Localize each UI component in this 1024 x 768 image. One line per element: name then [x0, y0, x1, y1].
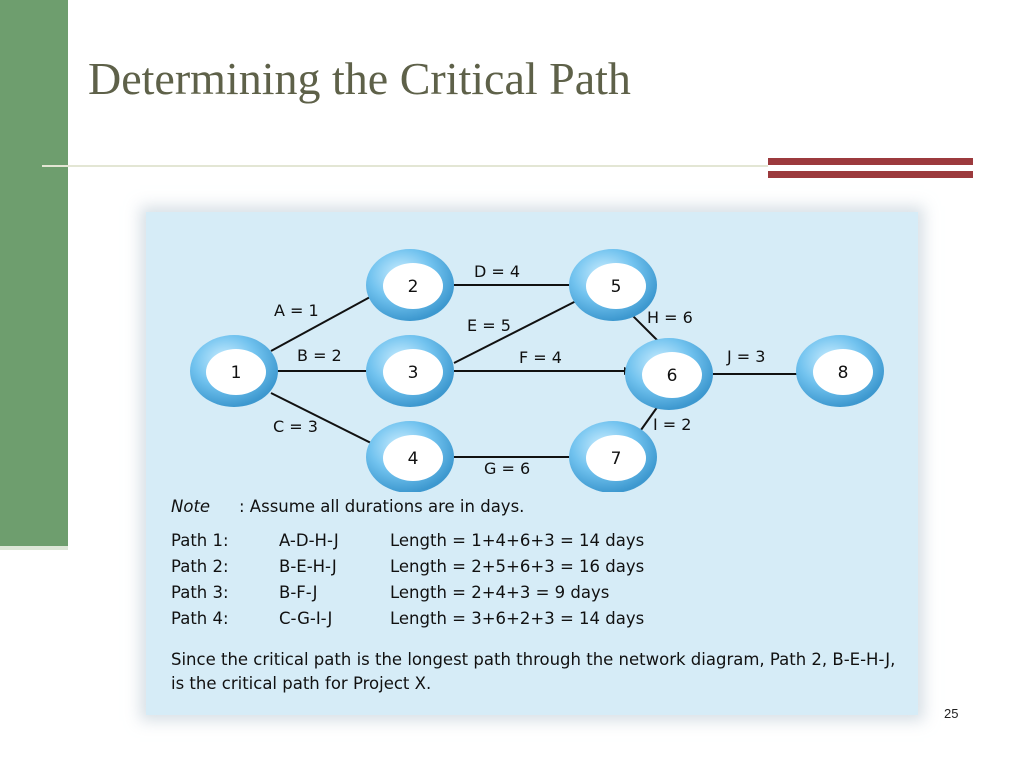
- edge-label: B = 2: [297, 346, 342, 365]
- critical-path-conclusion: Since the critical path is the longest p…: [171, 650, 896, 693]
- path-sequence: A-D-H-J: [279, 531, 339, 550]
- node-6: 6: [625, 338, 713, 410]
- node-7: 7: [569, 421, 657, 492]
- edge-f: F = 4: [454, 348, 634, 375]
- node-label: 6: [667, 366, 678, 386]
- node-label: 8: [838, 363, 849, 383]
- node-label: 4: [408, 449, 419, 469]
- edge-label: F = 4: [519, 348, 562, 367]
- path-sequence: B-E-H-J: [279, 557, 337, 576]
- edge-d: D = 4: [454, 262, 587, 289]
- network-diagram: A = 1 B = 2 C = 3 D = 4 E = 5 F = 4 G = …: [190, 249, 884, 492]
- edge-label: E = 5: [467, 316, 511, 335]
- path-name: Path 2:: [171, 557, 229, 576]
- path-length: Length = 1+4+6+3 = 14 days: [390, 531, 645, 550]
- slide-title: Determining the Critical Path: [88, 53, 631, 104]
- node-label: 5: [611, 277, 622, 297]
- path-length: Length = 3+6+2+3 = 14 days: [390, 609, 645, 628]
- edge-label: J = 3: [726, 347, 765, 366]
- node-label: 2: [408, 277, 419, 297]
- path-name: Path 4:: [171, 609, 229, 628]
- path-name: Path 1:: [171, 531, 229, 550]
- edge-label: G = 6: [484, 459, 530, 478]
- title-divider: [42, 165, 768, 167]
- edge-e: E = 5: [453, 295, 587, 364]
- node-4: 4: [366, 421, 454, 492]
- edge-label: C = 3: [273, 417, 318, 436]
- note-label: Note: [171, 497, 211, 516]
- edge-a: A = 1: [270, 289, 384, 352]
- path-sequence: B-F-J: [279, 583, 318, 602]
- node-label: 3: [408, 363, 419, 383]
- edge-g: G = 6: [454, 453, 587, 478]
- node-3: 3: [366, 335, 454, 407]
- path-length: Length = 2+4+3 = 9 days: [390, 583, 610, 602]
- edge-b: B = 2: [274, 346, 383, 375]
- node-5: 5: [569, 249, 657, 321]
- node-label: 1: [231, 363, 242, 383]
- edge-label: I = 2: [653, 415, 691, 434]
- edge-label: A = 1: [274, 301, 319, 320]
- note-text: : Assume all durations are in days.: [239, 497, 525, 516]
- path-length: Length = 2+5+6+3 = 16 days: [390, 557, 645, 576]
- sidebar-accent: [0, 0, 68, 546]
- node-label: 7: [611, 449, 622, 469]
- node-2: 2: [366, 249, 454, 321]
- path-sequence: C-G-I-J: [279, 609, 333, 628]
- accent-bar-top: [768, 158, 973, 165]
- network-diagram-figure: A = 1 B = 2 C = 3 D = 4 E = 5 F = 4 G = …: [146, 212, 918, 715]
- path-name: Path 3:: [171, 583, 229, 602]
- node-1: 1: [190, 335, 278, 407]
- accent-bar-bottom: [768, 171, 973, 178]
- node-8: 8: [796, 335, 884, 407]
- sidebar-shadow: [0, 546, 68, 550]
- edge-label: H = 6: [647, 308, 693, 327]
- edge-label: D = 4: [474, 262, 520, 281]
- edge-j: J = 3: [713, 347, 810, 378]
- page-number: 25: [944, 706, 959, 721]
- edge-c: C = 3: [270, 392, 384, 450]
